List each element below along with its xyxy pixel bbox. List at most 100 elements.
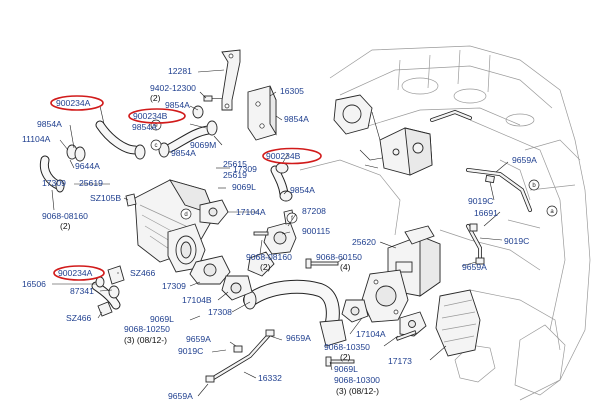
label-SZ466-bottom: SZ466 <box>66 313 92 323</box>
label-9854A-a: 9854A <box>37 119 62 129</box>
highlight-marks <box>50 95 322 281</box>
label-9402-12300: 9402-12300 <box>150 83 196 93</box>
label-87208: 87208 <box>302 206 326 216</box>
label-25615: 25615 <box>223 159 247 169</box>
label-900234A-left: 900234A <box>58 268 93 278</box>
svg-text:d: d <box>184 212 187 218</box>
label-17309-top: 17309 <box>233 164 257 174</box>
label-9644A: 9644A <box>75 161 100 171</box>
coolant-pipe-16691 <box>466 168 532 265</box>
plate-16305 <box>247 85 277 141</box>
hose-upper-left <box>95 120 140 155</box>
hose-upper-middle <box>165 125 213 153</box>
svg-text:e: e <box>154 123 158 129</box>
label-17104A-right: 17104A <box>356 329 386 339</box>
label-17104A-top: 17104A <box>236 207 266 217</box>
gasket-17104A-lower <box>399 311 427 337</box>
ref-marker-f: f <box>286 212 298 224</box>
flange-right <box>341 299 369 323</box>
label-9659A-right: 9659A <box>462 262 487 272</box>
label-9659A-top: 9659A <box>512 155 537 165</box>
leader-lines <box>51 69 509 397</box>
label-9402-12300-qty: (2) <box>150 93 161 103</box>
label-17309-mid: 17309 <box>162 281 186 291</box>
label-9019C-bottom: 9019C <box>178 346 203 356</box>
label-9854A-d: 9854A <box>171 148 196 158</box>
highlight-900234A-top <box>50 95 104 111</box>
engine-block-outline <box>299 45 591 401</box>
label-9659A-bottom: 9659A <box>168 391 193 401</box>
label-9659A-mid: 9659A <box>286 333 311 343</box>
hose-lower-left <box>91 281 121 310</box>
cooler-body <box>134 179 216 273</box>
label-16305: 16305 <box>280 86 304 96</box>
label-17308: 17308 <box>208 307 232 317</box>
highlight-900234B-top <box>128 108 186 124</box>
label-9068-10350: 9068-10350 <box>324 342 370 352</box>
label-9068-60150-qty: (4) <box>340 262 351 272</box>
part-labels: 12281 9402-12300 (2) 16305 900234A 9854A… <box>22 66 537 401</box>
bracket-12281 <box>221 49 241 111</box>
label-900234B-right: 900234B <box>266 151 301 161</box>
ref-marker-b: b <box>528 179 540 191</box>
label-25619-left: 25619 <box>79 178 103 188</box>
label-9068-60150: 9068-60150 <box>316 252 362 262</box>
highlight-900234B-right <box>262 147 322 165</box>
label-9019C-top: 9019C <box>468 196 493 206</box>
label-87341: 87341 <box>70 286 94 296</box>
label-9069M: 9069M <box>190 140 216 150</box>
bracket-sz466 <box>97 193 137 317</box>
label-9069L-mid: 9069L <box>150 314 174 324</box>
label-17309-left: 17309 <box>42 178 66 188</box>
label-25620: 25620 <box>352 237 376 247</box>
label-SZ105B: SZ105B <box>90 193 121 203</box>
fitting-87208 <box>263 209 297 255</box>
label-9069L-top: 9069L <box>232 182 256 192</box>
label-16332: 16332 <box>258 373 282 383</box>
label-9659A-left: 9659A <box>186 334 211 344</box>
label-17173: 17173 <box>388 356 412 366</box>
exhaust-pipe-17308 <box>243 279 347 347</box>
label-9854A-f: 9854A <box>290 185 315 195</box>
label-9068-08160-left-qty: (2) <box>60 221 71 231</box>
label-16691: 16691 <box>474 208 498 218</box>
label-12281: 12281 <box>168 66 192 76</box>
hose-right-short <box>270 165 289 199</box>
gasket-17309-left <box>221 275 253 301</box>
label-17104B: 17104B <box>182 295 212 305</box>
egr-valve-25620 <box>361 225 441 323</box>
label-9068-10300: 9068-10300 <box>334 375 380 385</box>
label-25619-top: 25619 <box>223 170 247 180</box>
label-9019C-right: 9019C <box>504 236 529 246</box>
egr-cooler-17173 <box>435 289 481 357</box>
ref-marker-a: a <box>546 205 558 217</box>
label-9068-08160-mid-qty: (2) <box>260 262 271 272</box>
highlight-900234A-left <box>53 265 105 281</box>
label-9854A-c: 9854A <box>284 114 309 124</box>
label-9068-10350-qty: (2) <box>340 352 351 362</box>
svg-text:c: c <box>155 143 158 149</box>
label-16506: 16506 <box>22 279 46 289</box>
bolts-lower <box>253 231 417 367</box>
label-9068-10250-qty: (3) (08/12-) <box>124 335 167 345</box>
throttle-valve-assembly <box>333 94 472 176</box>
label-900234A-top: 900234A <box>56 98 91 108</box>
label-SZ466-top: SZ466 <box>130 268 156 278</box>
label-9069L-bottom: 9069L <box>334 364 358 374</box>
svg-text:b: b <box>532 183 536 189</box>
label-9068-10250: 9068-10250 <box>124 324 170 334</box>
ref-marker-d: d <box>180 208 192 220</box>
flange-lower <box>189 255 231 285</box>
svg-text:a: a <box>550 209 554 215</box>
label-9068-10300-qty: (3) (08/12-) <box>336 386 379 396</box>
coolant-pipe-lower <box>205 329 275 383</box>
label-9068-08160-left: 9068-08160 <box>42 211 88 221</box>
ref-marker-c: c <box>150 139 162 151</box>
label-9068-08160-mid: 9068-08160 <box>246 252 292 262</box>
label-900234B-top: 900234B <box>133 111 168 121</box>
label-900115: 900115 <box>302 226 330 236</box>
svg-text:f: f <box>291 216 293 222</box>
gasket-17104A <box>199 199 229 225</box>
bolt-9402 <box>203 95 222 102</box>
